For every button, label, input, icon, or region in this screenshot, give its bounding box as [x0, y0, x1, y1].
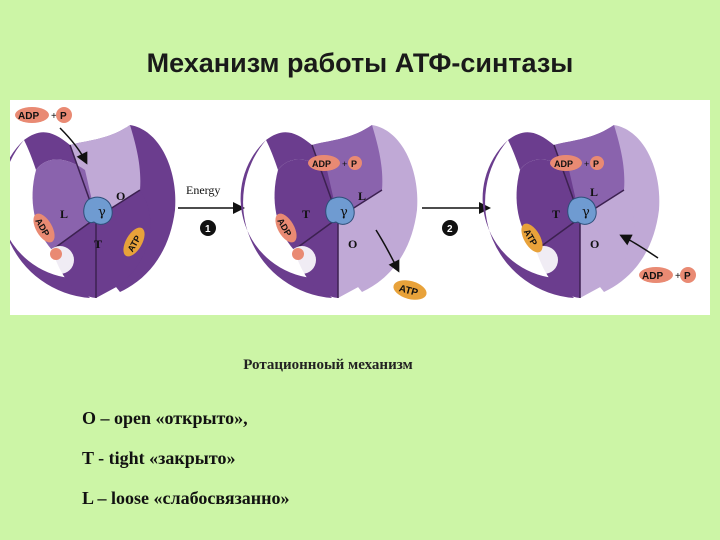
- state2-top-label: L: [358, 189, 366, 203]
- svg-text:ADP: ADP: [642, 271, 663, 282]
- incoming-adp-pi-3: ADP + P: [639, 267, 696, 283]
- arrow-release: [375, 229, 400, 273]
- enzyme-state-3: γ L T O ADP + P ATP: [482, 125, 660, 298]
- bound-atp-3: ATP: [521, 223, 543, 253]
- state1-top-label: O: [116, 189, 125, 203]
- svg-text:P: P: [351, 159, 357, 169]
- svg-text:γ: γ: [582, 205, 590, 220]
- svg-text:ADP: ADP: [554, 159, 573, 169]
- gamma-core: [83, 196, 113, 225]
- state3-top-label: L: [590, 185, 598, 199]
- svg-text:ADP: ADP: [18, 111, 39, 122]
- enzyme-state-2: γ L T O ADP + P ADP: [240, 125, 418, 298]
- state3-left-label: T: [552, 207, 560, 221]
- state2-left-label: T: [302, 207, 310, 221]
- state3-bottom-label: O: [590, 237, 599, 251]
- svg-text:+: +: [675, 271, 681, 282]
- bound-pi-1: [50, 248, 62, 260]
- svg-text:+: +: [584, 159, 589, 169]
- state1-left-label: L: [60, 207, 68, 221]
- enzyme-state-1: γ O L T ADP ATP: [10, 125, 176, 298]
- svg-text:P: P: [60, 111, 67, 122]
- step-1-number: 1: [205, 224, 211, 235]
- energy-label: Energy: [186, 183, 220, 197]
- released-atp: ATP: [393, 280, 427, 300]
- step-2-badge: [442, 220, 458, 236]
- svg-text:+: +: [51, 111, 57, 122]
- legend: O – open «открыто», T - tight «закрыто» …: [82, 408, 290, 528]
- bound-atp-2: ADP: [275, 213, 297, 243]
- svg-text:+: +: [342, 159, 347, 169]
- atp-synthase-diagram: γ O L T ADP ATP ADP + P Energy 1: [10, 100, 710, 315]
- bound-atp-1: ATP: [123, 227, 145, 257]
- svg-text:P: P: [593, 159, 599, 169]
- svg-text:γ: γ: [340, 205, 348, 220]
- incoming-adp-pi-1: ADP + P: [15, 107, 72, 123]
- svg-text:P: P: [684, 271, 691, 282]
- arrow-bind-3: [619, 234, 659, 259]
- state2-bottom-label: O: [348, 237, 357, 251]
- step-1-badge: [200, 220, 216, 236]
- gamma-label: γ: [98, 205, 106, 220]
- legend-loose: L – loose «слабосвязанно»: [82, 488, 290, 508]
- arrow-bind-1: [59, 127, 88, 165]
- legend-open: O – open «открыто»,: [82, 408, 248, 428]
- state1-bottom-label: T: [94, 237, 102, 251]
- svg-text:ADP: ADP: [312, 159, 331, 169]
- bound-adp-1: ADP: [33, 213, 55, 243]
- diagram-caption: Ротационноый механизм: [243, 357, 413, 373]
- step-2-number: 2: [447, 224, 453, 235]
- svg-text:ATP: ATP: [398, 283, 420, 299]
- bound-adp-pi-2: ADP + P: [308, 155, 362, 171]
- bound-adp-pi-3: ADP + P: [550, 155, 604, 171]
- slide-title: Механизм работы АТФ-синтазы: [146, 48, 574, 78]
- legend-tight: T - tight «закрыто»: [82, 448, 236, 468]
